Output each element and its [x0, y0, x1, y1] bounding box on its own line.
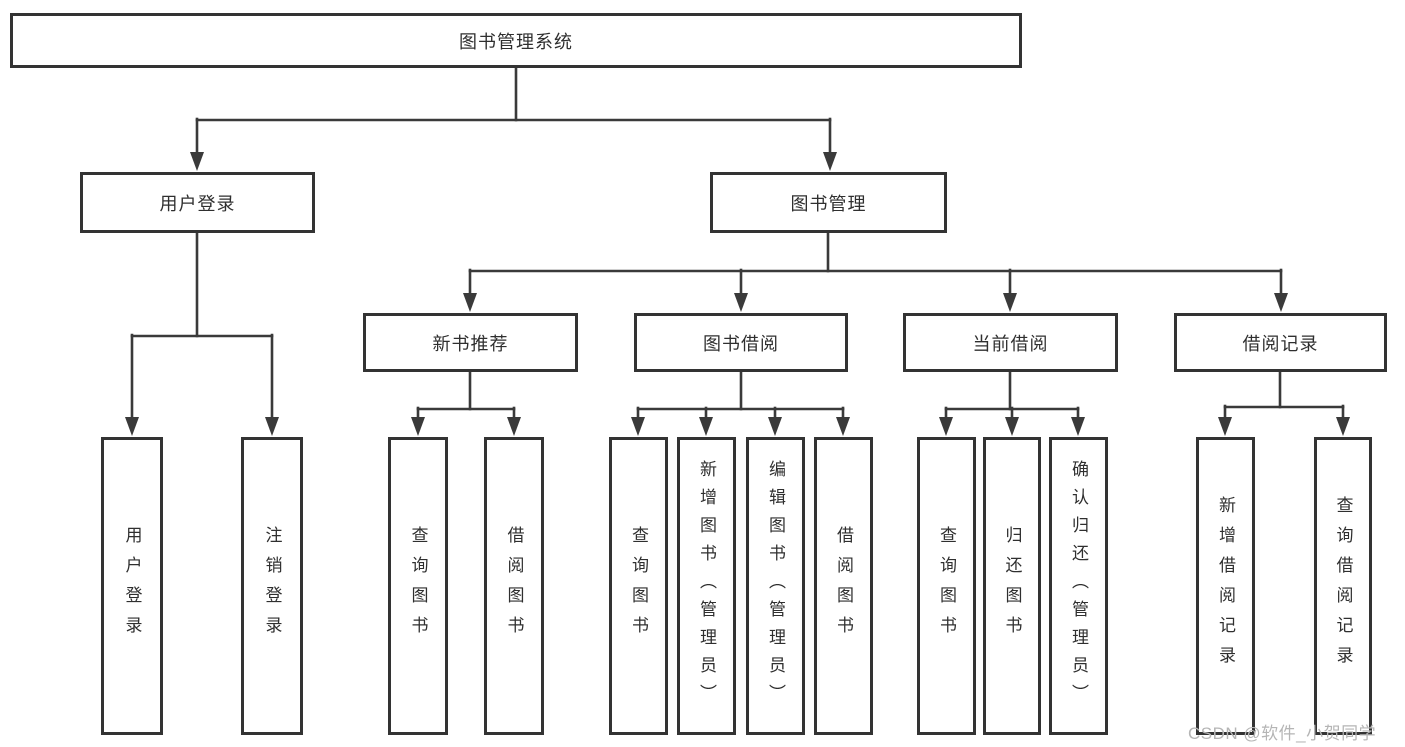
node-root: 图书管理系统	[10, 13, 1022, 68]
leaf-nbr-query-books-label: 查询图书	[408, 526, 428, 646]
connector-root-to-level2	[190, 66, 837, 171]
node-root-label: 图书管理系统	[459, 31, 573, 52]
leaf-cb-query-books: 查询图书	[917, 437, 976, 735]
node-current-borrowing: 当前借阅	[903, 313, 1118, 372]
node-borrowing-records-label: 借阅记录	[1242, 333, 1319, 354]
node-user-login: 用户登录	[80, 172, 315, 233]
leaf-br-query-record: 查询借阅记录	[1314, 437, 1372, 735]
leaf-cb-query-books-label: 查询图书	[937, 526, 956, 646]
csdn-watermark: CSDN @软件_小贺同学	[1188, 724, 1377, 743]
leaf-user-login-label: 用户登录	[122, 526, 142, 646]
leaf-bb-query-books-label: 查询图书	[629, 526, 648, 646]
connector-borrowing-records-to-leaves	[1218, 370, 1350, 436]
leaf-cb-confirm-return-admin-label: 确认归还（管理员）	[1069, 460, 1088, 712]
connector-book-management-to-level3	[463, 231, 1288, 312]
node-new-book-recommend: 新书推荐	[363, 313, 578, 372]
node-current-borrowing-label: 当前借阅	[972, 333, 1049, 354]
leaf-logout-label: 注销登录	[262, 526, 282, 646]
leaf-br-add-record-label: 新增借阅记录	[1216, 496, 1235, 676]
leaf-logout: 注销登录	[241, 437, 303, 735]
leaf-bb-add-books-admin-label: 新增图书（管理员）	[697, 460, 716, 712]
leaf-cb-return-books: 归还图书	[983, 437, 1041, 735]
node-user-login-label: 用户登录	[159, 193, 236, 214]
node-book-management-label: 图书管理	[790, 193, 867, 214]
node-borrowing-records: 借阅记录	[1174, 313, 1387, 372]
node-book-borrowing: 图书借阅	[634, 313, 848, 372]
leaf-br-add-record: 新增借阅记录	[1196, 437, 1255, 735]
leaf-user-login: 用户登录	[101, 437, 163, 735]
connector-new-book-recommend-to-leaves	[411, 370, 521, 436]
leaf-nbr-borrow-books: 借阅图书	[484, 437, 544, 735]
leaf-nbr-borrow-books-label: 借阅图书	[504, 526, 524, 646]
leaf-nbr-query-books: 查询图书	[388, 437, 448, 735]
leaf-br-query-record-label: 查询借阅记录	[1333, 496, 1353, 676]
node-book-management: 图书管理	[710, 172, 947, 233]
leaf-bb-edit-books-admin: 编辑图书（管理员）	[746, 437, 805, 735]
leaf-bb-borrow-books-label: 借阅图书	[834, 526, 853, 646]
node-new-book-recommend-label: 新书推荐	[432, 333, 509, 354]
connector-current-borrowing-to-leaves	[939, 370, 1085, 436]
leaf-bb-query-books: 查询图书	[609, 437, 668, 735]
connector-book-borrowing-to-leaves	[631, 370, 850, 436]
leaf-cb-return-books-label: 归还图书	[1002, 526, 1022, 646]
leaf-bb-edit-books-admin-label: 编辑图书（管理员）	[766, 460, 785, 712]
leaf-bb-add-books-admin: 新增图书（管理员）	[677, 437, 736, 735]
connector-user-login-to-leaves	[125, 231, 279, 436]
leaf-bb-borrow-books: 借阅图书	[814, 437, 873, 735]
node-book-borrowing-label: 图书借阅	[703, 333, 779, 354]
leaf-cb-confirm-return-admin: 确认归还（管理员）	[1049, 437, 1108, 735]
